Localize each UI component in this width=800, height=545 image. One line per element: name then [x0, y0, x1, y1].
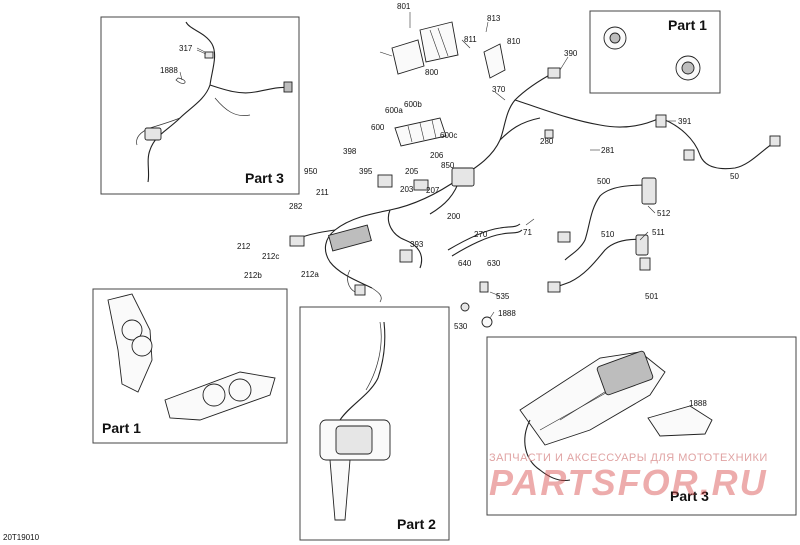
callout-50: 50 [730, 172, 739, 181]
callout-600: 600 [371, 123, 385, 132]
callout-390: 390 [564, 49, 578, 58]
callout-800: 800 [425, 68, 439, 77]
harness-500-510 [547, 177, 657, 293]
callout-850: 850 [441, 161, 455, 170]
callout-280: 280 [540, 137, 554, 146]
callout-206: 206 [430, 151, 444, 160]
figure-code: 20T19010 [3, 533, 40, 542]
callout-203: 203 [400, 185, 414, 194]
callout-270: 270 [474, 230, 488, 239]
callout-205: 205 [405, 167, 419, 176]
callout-200: 200 [447, 212, 461, 221]
callout-212a: 212a [301, 270, 319, 279]
panel-part1-bottom-box [92, 288, 288, 444]
callout-535: 535 [496, 292, 510, 301]
panel-label-part2-bottom: Part 2 [397, 516, 436, 532]
callout-813: 813 [487, 14, 501, 23]
callout-317: 317 [179, 44, 193, 53]
ecm-modules [391, 12, 506, 79]
callout-810: 810 [507, 37, 521, 46]
callout-600b: 600b [404, 100, 422, 109]
callout-391: 391 [678, 117, 692, 126]
panel-label-part1-top: Part 1 [668, 17, 707, 33]
callout-1888-bottom: 1888 [689, 399, 707, 408]
part1-bottom-headlights [107, 293, 276, 421]
callout-393: 393 [410, 240, 424, 249]
callout-801: 801 [397, 2, 411, 11]
part3-bottom-frame [519, 350, 713, 482]
callout-370: 370 [492, 85, 506, 94]
callout-530: 530 [454, 322, 468, 331]
callout-500: 500 [597, 177, 611, 186]
part3-top-harness [136, 21, 293, 183]
callout-501: 501 [645, 292, 659, 301]
fuse-strip-600 [394, 117, 447, 147]
panel-part3-bottom-box [486, 336, 797, 516]
panel-part3-top-box [100, 16, 300, 195]
callout-950: 950 [304, 167, 318, 176]
callout-211: 211 [316, 188, 329, 197]
callout-395: 395 [359, 167, 373, 176]
callout-212b: 212b [244, 271, 262, 280]
panel-part2-bottom-box [299, 306, 450, 541]
leader-lines [196, 47, 676, 319]
callout-1888-top: 1888 [160, 66, 178, 75]
main-harness [289, 67, 781, 303]
callout-212: 212 [237, 242, 251, 251]
callout-281: 281 [601, 146, 615, 155]
cable-270 [447, 223, 523, 328]
callout-511: 511 [652, 228, 665, 237]
callout-811: 811 [464, 35, 477, 44]
panel-label-part1-bottom: Part 1 [102, 420, 141, 436]
callout-600c: 600c [440, 131, 458, 140]
panel-label-part3-bottom: Part 3 [670, 488, 709, 504]
watermark-tagline: ЗАПЧАСТИ И АКСЕССУАРЫ ДЛЯ МОТОТЕХНИКИ [489, 452, 768, 464]
watermark-logo-text: PARTSFOR.RU [489, 462, 768, 503]
callout-600a: 600a [385, 106, 403, 115]
panel-part1-top-box [589, 10, 721, 94]
callout-212c: 212c [262, 252, 280, 261]
part1-top-components [603, 26, 701, 81]
callout-1888-mid: 1888 [498, 309, 516, 318]
callout-398: 398 [343, 147, 357, 156]
part2-winch [319, 321, 391, 521]
callout-640: 640 [458, 259, 472, 268]
callout-630: 630 [487, 259, 501, 268]
callout-282: 282 [289, 202, 303, 211]
callout-207: 207 [426, 186, 440, 195]
panel-label-part3-top: Part 3 [245, 170, 284, 186]
callout-510: 510 [601, 230, 615, 239]
callout-512: 512 [657, 209, 671, 218]
callout-71: 71 [523, 228, 532, 237]
